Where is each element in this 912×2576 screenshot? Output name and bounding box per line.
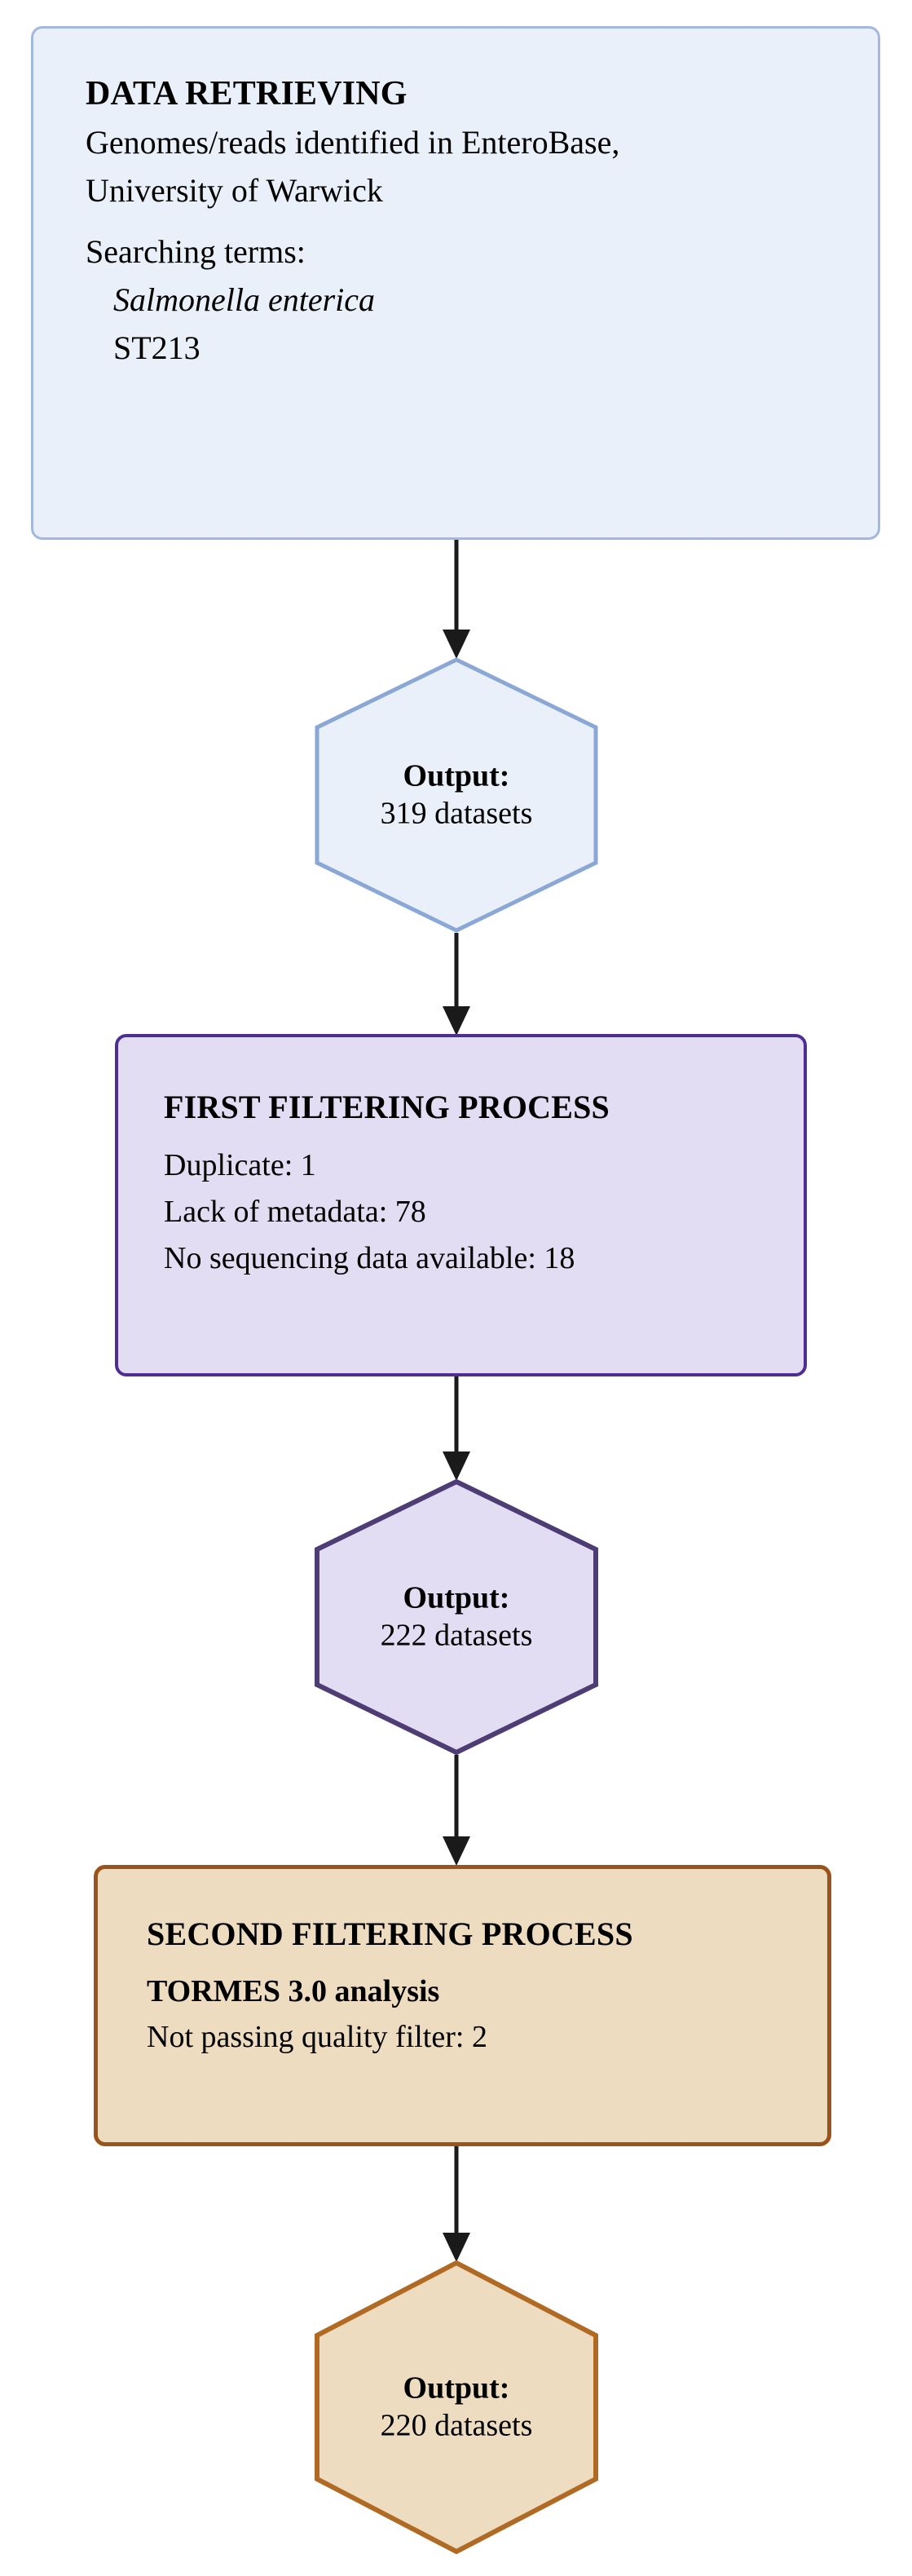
- step-second-filtering: SECOND FILTERING PROCESS TORMES 3.0 anal…: [94, 1865, 831, 2146]
- first-filtering-line-duplicate: Duplicate: 1: [164, 1148, 316, 1183]
- first-filtering-line-no-sequencing: No sequencing data available: 18: [164, 1241, 575, 1276]
- first-filtering-line-metadata: Lack of metadata: 78: [164, 1195, 426, 1230]
- search-term-species: Salmonella enterica: [113, 281, 376, 318]
- second-filtering-spacer: [147, 1957, 827, 1969]
- output-hexagon-1: Output: 319 datasets: [315, 657, 598, 933]
- arrow-output2-to-second-filter: [0, 1755, 912, 1866]
- second-filtering-line-quality: Not passing quality filter: 2: [147, 2019, 487, 2054]
- second-filtering-title: SECOND FILTERING PROCESS: [147, 1915, 633, 1952]
- output-hexagon-3: Output: 220 datasets: [315, 2260, 598, 2555]
- search-term-sequence-type: ST213: [113, 329, 200, 366]
- data-retrieving-spacer: [86, 214, 878, 227]
- step-first-filtering: FIRST FILTERING PROCESS Duplicate: 1 Lac…: [115, 1034, 807, 1376]
- data-retrieving-title: DATA RETRIEVING: [86, 75, 408, 113]
- data-retrieving-line-2: University of Warwick: [86, 172, 383, 210]
- second-filtering-tool-line: TORMES 3.0 analysis: [147, 1974, 440, 2009]
- output-hexagon-2: Output: 222 datasets: [315, 1478, 598, 1756]
- arrow-first-filter-to-output2: [0, 1376, 912, 1481]
- first-filtering-spacer: [164, 1130, 804, 1142]
- arrow-second-filter-to-output3: [0, 2146, 912, 2262]
- data-retrieving-line-1: Genomes/reads identified in EnteroBase,: [86, 123, 620, 161]
- searching-terms-heading: Searching terms:: [86, 232, 306, 270]
- arrow-retrieve-to-output1: [0, 540, 912, 659]
- first-filtering-title: FIRST FILTERING PROCESS: [164, 1089, 610, 1125]
- step-data-retrieving: DATA RETRIEVING Genomes/reads identified…: [31, 26, 880, 540]
- arrow-output1-to-first-filter: [0, 933, 912, 1036]
